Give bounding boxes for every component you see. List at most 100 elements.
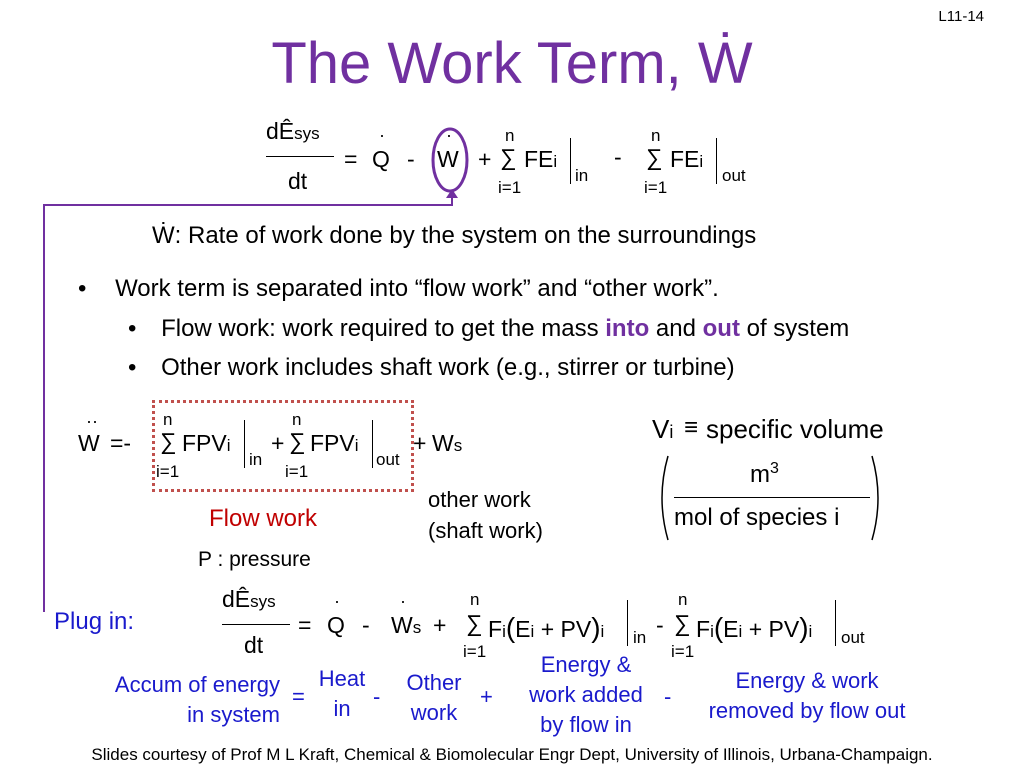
bullet-2-post: of system <box>739 315 850 342</box>
eq2-out: out <box>376 450 400 469</box>
eq3-q-dot: · <box>334 591 340 611</box>
eq2-eqminus: =- <box>110 430 132 456</box>
eq2-sum1: ∑ <box>160 428 177 454</box>
eq3-paren-in-sub: i <box>600 622 605 641</box>
eq1-fe-out-text: FE <box>670 146 700 172</box>
eq1-sum2-lower: i=1 <box>644 178 668 197</box>
eq2-sum1-lower: i=1 <box>156 462 180 481</box>
bottom-minus1: - <box>373 684 381 709</box>
eq1-q: Q <box>372 146 390 172</box>
eq2-fpv-in: FPVi <box>182 430 231 457</box>
bullet-2-and: and <box>649 315 703 342</box>
vi-text: V <box>652 414 670 444</box>
eq2-sum2: ∑ <box>289 428 306 454</box>
eq3-minus2: - <box>656 612 664 638</box>
eq1-w: W <box>437 146 459 172</box>
eq1-sum1: ∑ <box>500 144 517 170</box>
eq3-sum2-upper: n <box>678 590 688 609</box>
w-highlight-circle <box>431 127 469 193</box>
heat-in-label: Heat in <box>310 666 374 722</box>
eq3-numerator: dÊsys <box>222 586 276 613</box>
eq3-sum2-lower: i=1 <box>671 642 695 661</box>
eq3-q: Q <box>327 612 345 638</box>
eq1-in: in <box>575 166 589 185</box>
other-line-2: work <box>410 700 458 725</box>
eq1-q-dot: · <box>379 125 385 145</box>
eq3-f-in: F <box>488 616 503 642</box>
eq2-fpv-in-text: FPV <box>182 430 227 456</box>
other-line-1: Other <box>406 670 462 695</box>
eq3-f-out: F <box>696 616 711 642</box>
eq1-num-sub: sys <box>294 124 320 143</box>
flow-work-label: Flow work <box>209 505 318 532</box>
bullet-dot: • <box>78 275 87 302</box>
eq2-fpv-out-text: FPV <box>310 430 355 456</box>
eq1-sum1-lower: i=1 <box>498 178 522 197</box>
eq3-out: out <box>841 628 865 647</box>
energy-added-label: Energy & work added by flow in <box>512 652 660 738</box>
eq3-sum2: ∑ <box>674 610 691 636</box>
eq1-fe-in: FEi <box>524 146 557 173</box>
eq3-num-sub: sys <box>250 592 276 611</box>
bullet-1-text: Work term is separated into “flow work” … <box>115 275 719 302</box>
eq1-w-dot: · <box>446 125 452 145</box>
eq1-fe-in-text: FE <box>524 146 554 172</box>
eq2-w: W <box>78 430 100 456</box>
eq3-f-out-sub: i <box>710 622 714 641</box>
energy-removed-label: Energy & work removed by flow out <box>690 668 924 724</box>
other-work-label-2: (shaft work) <box>428 518 543 543</box>
eq3-sum1-lower: i=1 <box>463 642 487 661</box>
removed-line-2: removed by flow out <box>708 698 906 723</box>
eq3-out-bar <box>835 600 836 646</box>
accum-energy-label: Accum of energy in system <box>88 672 280 728</box>
heat-line-2: in <box>333 696 351 721</box>
eq2-in: in <box>249 450 263 469</box>
eq3-minus1: - <box>362 612 370 638</box>
eq1-out: out <box>722 166 746 185</box>
bullet-dot: • <box>128 315 137 342</box>
added-line-1: Energy & <box>540 652 632 677</box>
eq3-f-in-sub: i <box>502 622 506 641</box>
eq2-plus2: + <box>413 430 427 456</box>
eq1-in-bar <box>570 138 571 184</box>
eq1-fe-out-sub: i <box>699 152 704 171</box>
eq1-fe-out: FEi <box>670 146 703 173</box>
bullet-1: • Work term is separated into “flow work… <box>78 275 719 303</box>
eq3-pv-out: + PV <box>748 616 800 642</box>
eq2-ws-sub: s <box>453 436 463 455</box>
wdot-definition: Ẇ: Rate of work done by the system on th… <box>152 222 757 249</box>
eq1-sum2-upper: n <box>651 126 661 145</box>
eq1-out-bar <box>716 138 717 184</box>
pressure-label: P : pressure <box>198 548 311 571</box>
eq3-e-out-sub: i <box>738 622 743 641</box>
bullet-2-text: Flow work: work required to get the mass <box>161 315 606 342</box>
eq2-sum2-lower: i=1 <box>285 462 309 481</box>
units-m3: m3 <box>750 460 779 489</box>
units-fraction-line <box>674 497 870 498</box>
slide-number: L11-14 <box>938 8 984 25</box>
eq1-equals: = <box>344 146 358 172</box>
heat-line-1: Heat <box>318 666 366 691</box>
vi-sub: i <box>669 422 674 442</box>
removed-line-1: Energy & work <box>735 668 879 693</box>
added-line-2: work added <box>529 682 643 707</box>
eq3-e-in: E <box>515 616 531 642</box>
eq1-minus: - <box>407 146 415 172</box>
eq3-e-out: E <box>723 616 739 642</box>
eq3-sum1: ∑ <box>466 610 483 636</box>
eq1-fraction-line <box>266 156 334 157</box>
eq3-ws-dot: · <box>400 591 406 611</box>
bullet-2: • Flow work: work required to get the ma… <box>128 315 849 343</box>
eq3-ws: Ws <box>391 612 421 639</box>
eq1-denominator: dt <box>288 168 308 194</box>
vi-symbol: Vi <box>652 414 673 445</box>
bottom-minus2: - <box>664 684 672 709</box>
eq2-out-bar <box>372 420 373 468</box>
eq2-sum1-upper: n <box>163 410 173 429</box>
units-mol-species: mol of species i <box>674 504 840 531</box>
eq3-term-out: Fi(Ei + PV)i <box>696 612 813 643</box>
eq3-plus: + <box>433 612 447 638</box>
bottom-plus: + <box>480 684 493 709</box>
footer-credit: Slides courtesy of Prof M L Kraft, Chemi… <box>91 745 933 764</box>
